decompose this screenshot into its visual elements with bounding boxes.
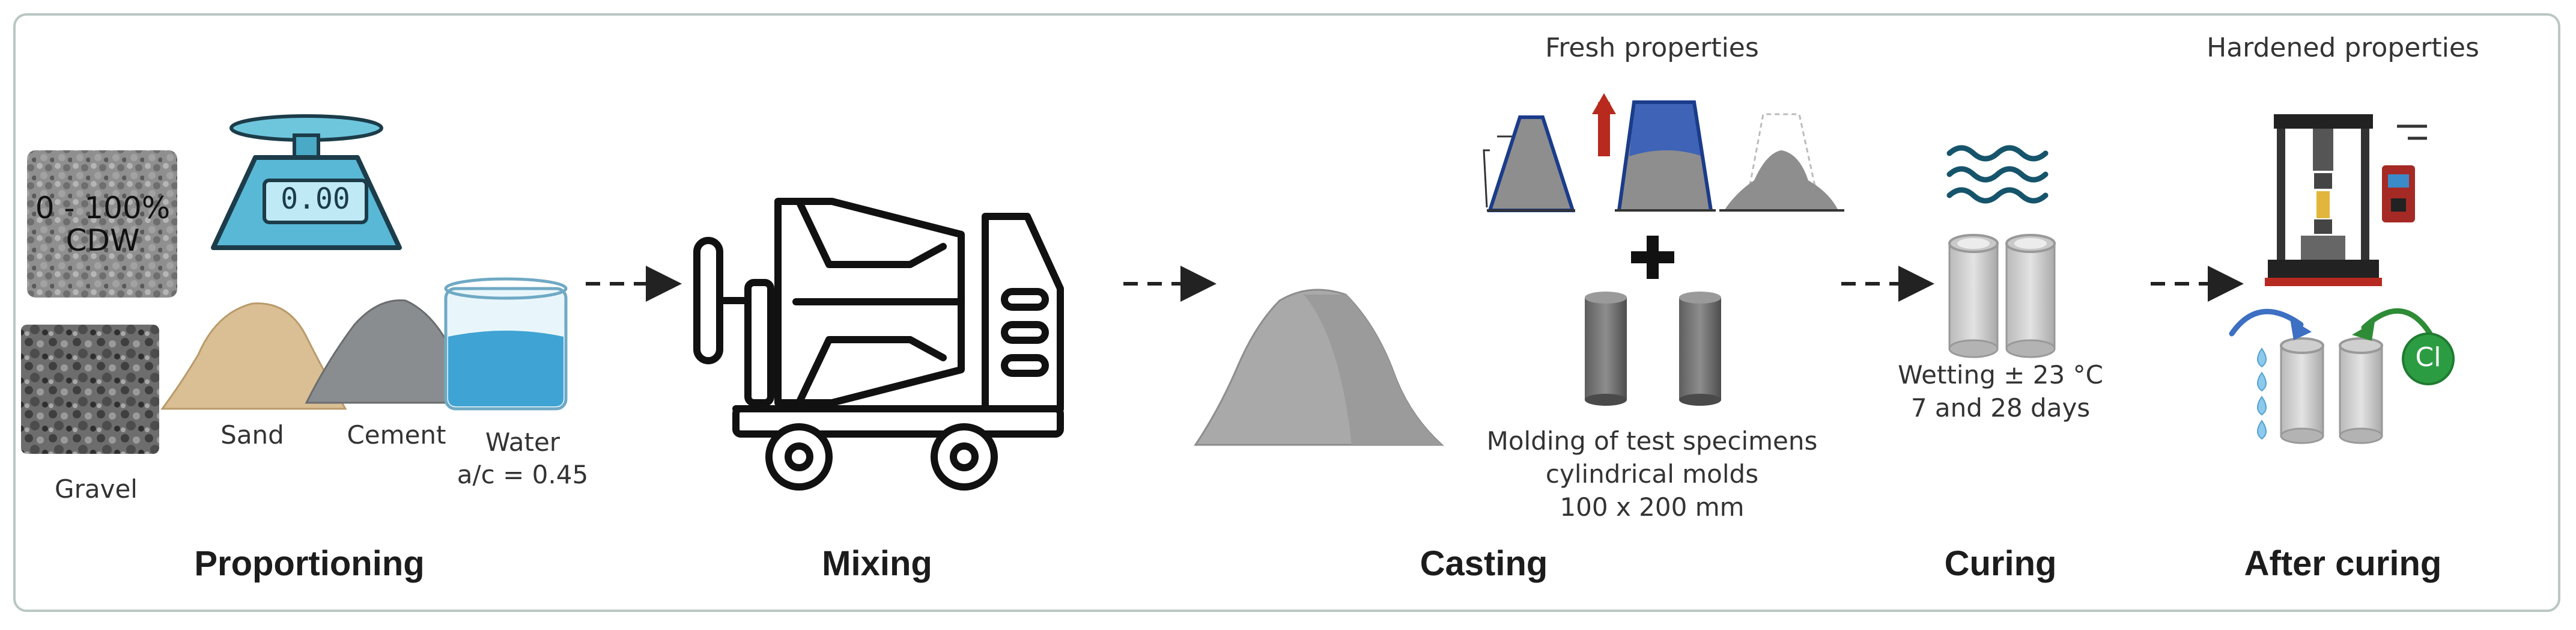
sand-pile xyxy=(160,302,347,410)
cdw-aggregate-block xyxy=(27,150,177,298)
chloride-test-cylinder-1 xyxy=(2280,337,2324,444)
stage-casting: Casting xyxy=(1420,544,1548,583)
plus-sign xyxy=(1631,236,1674,279)
molding-description-line1: Molding of test specimens xyxy=(1486,426,1818,456)
concrete-pile xyxy=(1194,289,1444,446)
stage-after-curing: After curing xyxy=(2244,544,2442,583)
gravel-label: Gravel xyxy=(55,474,138,504)
gravel-pile xyxy=(21,325,159,454)
sand-label: Sand xyxy=(220,420,284,450)
cdw-label: CDW xyxy=(65,223,140,258)
curing-conditions-line2: 7 and 28 days xyxy=(1910,393,2091,423)
diagram-frame xyxy=(13,13,2560,612)
water-beaker xyxy=(444,277,568,411)
slump-test-2 xyxy=(1592,93,1716,212)
stage-proportioning: Proportioning xyxy=(194,544,425,583)
hardened-properties-title: Hardened properties xyxy=(2207,32,2479,63)
cement-label: Cement xyxy=(347,420,446,450)
chloride-symbol: Cl xyxy=(2415,342,2441,373)
mold-cylinder-1 xyxy=(1585,292,1627,406)
cdw-percentage-label: 0 - 100% xyxy=(35,191,171,225)
slump-test-1 xyxy=(1483,115,1576,212)
water-cement-ratio-label: a/c = 0.45 xyxy=(457,460,589,489)
compression-testing-machine xyxy=(2265,114,2427,286)
fresh-properties-title: Fresh properties xyxy=(1545,32,1759,63)
blue-curved-arrow-icon xyxy=(2229,308,2312,340)
chloride-test-cylinder-2 xyxy=(2339,337,2383,444)
cured-cylinder-1 xyxy=(1948,234,1999,358)
cured-cylinder-2 xyxy=(2005,234,2056,358)
concrete-mixer xyxy=(693,198,1064,491)
weighing-scale xyxy=(211,114,402,250)
molding-description-line2: cylindrical molds xyxy=(1545,459,1759,489)
slump-test-3 xyxy=(1719,113,1844,212)
molding-description-line3: 100 x 200 mm xyxy=(1560,492,1745,522)
water-label: Water xyxy=(485,427,560,457)
stage-mixing: Mixing xyxy=(822,544,932,583)
curing-conditions-line1: Wetting ± 23 °C xyxy=(1898,360,2103,390)
water-drops-icon xyxy=(2257,347,2267,440)
stage-curing: Curing xyxy=(1944,544,2057,583)
water-waves xyxy=(1946,145,2049,204)
mold-cylinder-2 xyxy=(1679,292,1721,406)
scale-display: 0.00 xyxy=(281,182,350,216)
green-curved-arrow-icon xyxy=(2352,308,2433,341)
chloride-icon xyxy=(2402,332,2455,385)
